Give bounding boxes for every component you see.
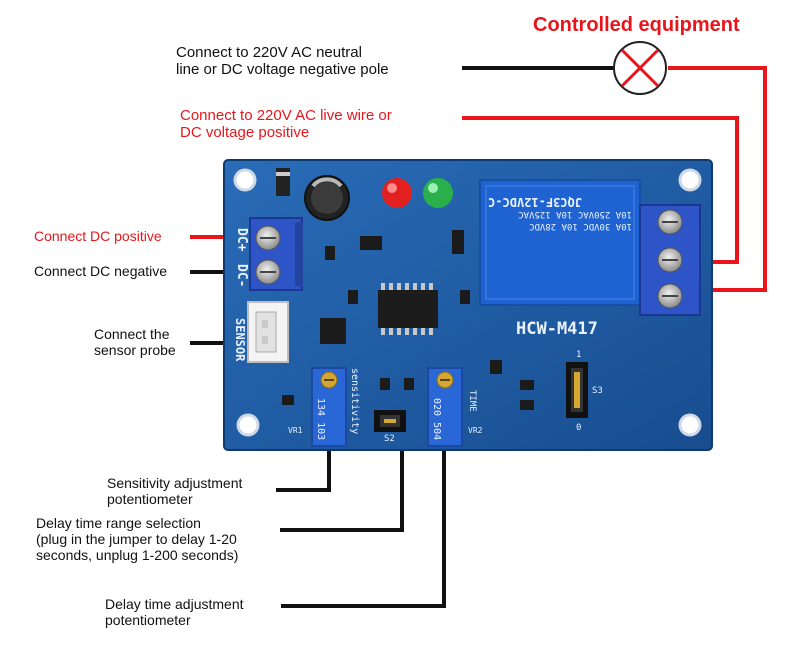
- pcb-jumper-0-label: 0: [576, 423, 581, 433]
- green-led-icon: [423, 178, 453, 208]
- sensitivity-label-line1: Sensitivity adjustment: [107, 475, 243, 491]
- pcb-jumper-1-label: 1: [576, 350, 581, 360]
- dc-negative-label: Connect DC negative: [34, 263, 168, 279]
- pcb-time-label: TIME: [467, 390, 477, 412]
- pcb-vr1-label: VR1: [288, 426, 303, 435]
- relay-text-1: JQC3F-12VDC-C: [488, 195, 582, 209]
- sensitivity-leader: [276, 448, 331, 492]
- sensor-label-line1: Connect the: [94, 326, 170, 342]
- pcb-board: [223, 159, 713, 451]
- delay-range-line2: (plug in the jumper to delay 1-20: [36, 531, 237, 548]
- pcb-s2-label: S2: [384, 434, 395, 444]
- pcb-vr2-label: VR2: [468, 426, 483, 435]
- pcb-dc-plus-label: DC+: [234, 228, 249, 252]
- dc-positive-label: Connect DC positive: [34, 228, 162, 244]
- delay-potentiometer: [427, 367, 463, 447]
- pcb-dc-minus-label: DC-: [234, 264, 249, 287]
- delay-adjust-leader: [281, 448, 446, 608]
- delay-range-label: Delay time range selection (plug in the …: [36, 515, 238, 563]
- jumper-s2: [374, 410, 406, 432]
- pcb-pot1-label: 134 103: [315, 398, 326, 440]
- delay-adjust-line2: potentiometer: [105, 612, 191, 629]
- delay-range-line1: Delay time range selection: [36, 515, 201, 531]
- relay-text-3: 10A 30VDC 10A 28VDC: [529, 221, 632, 231]
- pcb-sensitivity-label: sensitivity: [349, 368, 360, 434]
- sensor-connector: [247, 301, 289, 363]
- relay-terminal-block: [639, 204, 701, 316]
- sensitivity-potentiometer: [311, 367, 347, 447]
- live-wire: [462, 116, 739, 264]
- dc-terminal-block: [249, 217, 303, 291]
- neutral-label-line2: line or DC voltage negative pole: [176, 61, 389, 79]
- delay-adjust-line1: Delay time adjustment: [105, 596, 244, 612]
- neutral-label: Connect to 220V AC neutral line or DC vo…: [176, 44, 389, 79]
- pcb-pot2-label: 020 504: [431, 398, 442, 440]
- sensor-label-line2: sensor probe: [94, 342, 176, 359]
- pcb-sensor-label: SENSOR: [233, 318, 247, 362]
- delay-range-line3: seconds, unplug 1-200 seconds): [36, 547, 239, 564]
- equipment-title: Controlled equipment: [533, 14, 740, 36]
- live-label: Connect to 220V AC live wire or DC volta…: [180, 107, 392, 142]
- live-label-line1: Connect to 220V AC live wire or: [180, 107, 392, 124]
- capacitor: [304, 175, 350, 221]
- jumper-s3: [566, 362, 588, 418]
- relay: [479, 179, 641, 306]
- sensitivity-label: Sensitivity adjustment potentiometer: [107, 475, 242, 507]
- sensor-label: Connect the sensor probe: [94, 326, 176, 358]
- delay-range-leader: [280, 448, 404, 532]
- delay-adjust-label: Delay time adjustment potentiometer: [105, 596, 244, 628]
- equipment-red-wire: [668, 66, 767, 292]
- red-led-icon: [382, 178, 412, 208]
- pcb-s3-label: S3: [592, 386, 603, 396]
- neutral-label-line1: Connect to 220V AC neutral: [176, 44, 362, 61]
- live-label-line2: DC voltage positive: [180, 124, 310, 142]
- ic-chip: [378, 283, 438, 335]
- sensitivity-label-line2: potentiometer: [107, 491, 193, 508]
- equipment-lamp-icon: [613, 41, 667, 95]
- pcb-model-label: HCW-M417: [516, 319, 598, 339]
- relay-text-2: 10A 250VAC 10A 125VAC: [518, 209, 632, 219]
